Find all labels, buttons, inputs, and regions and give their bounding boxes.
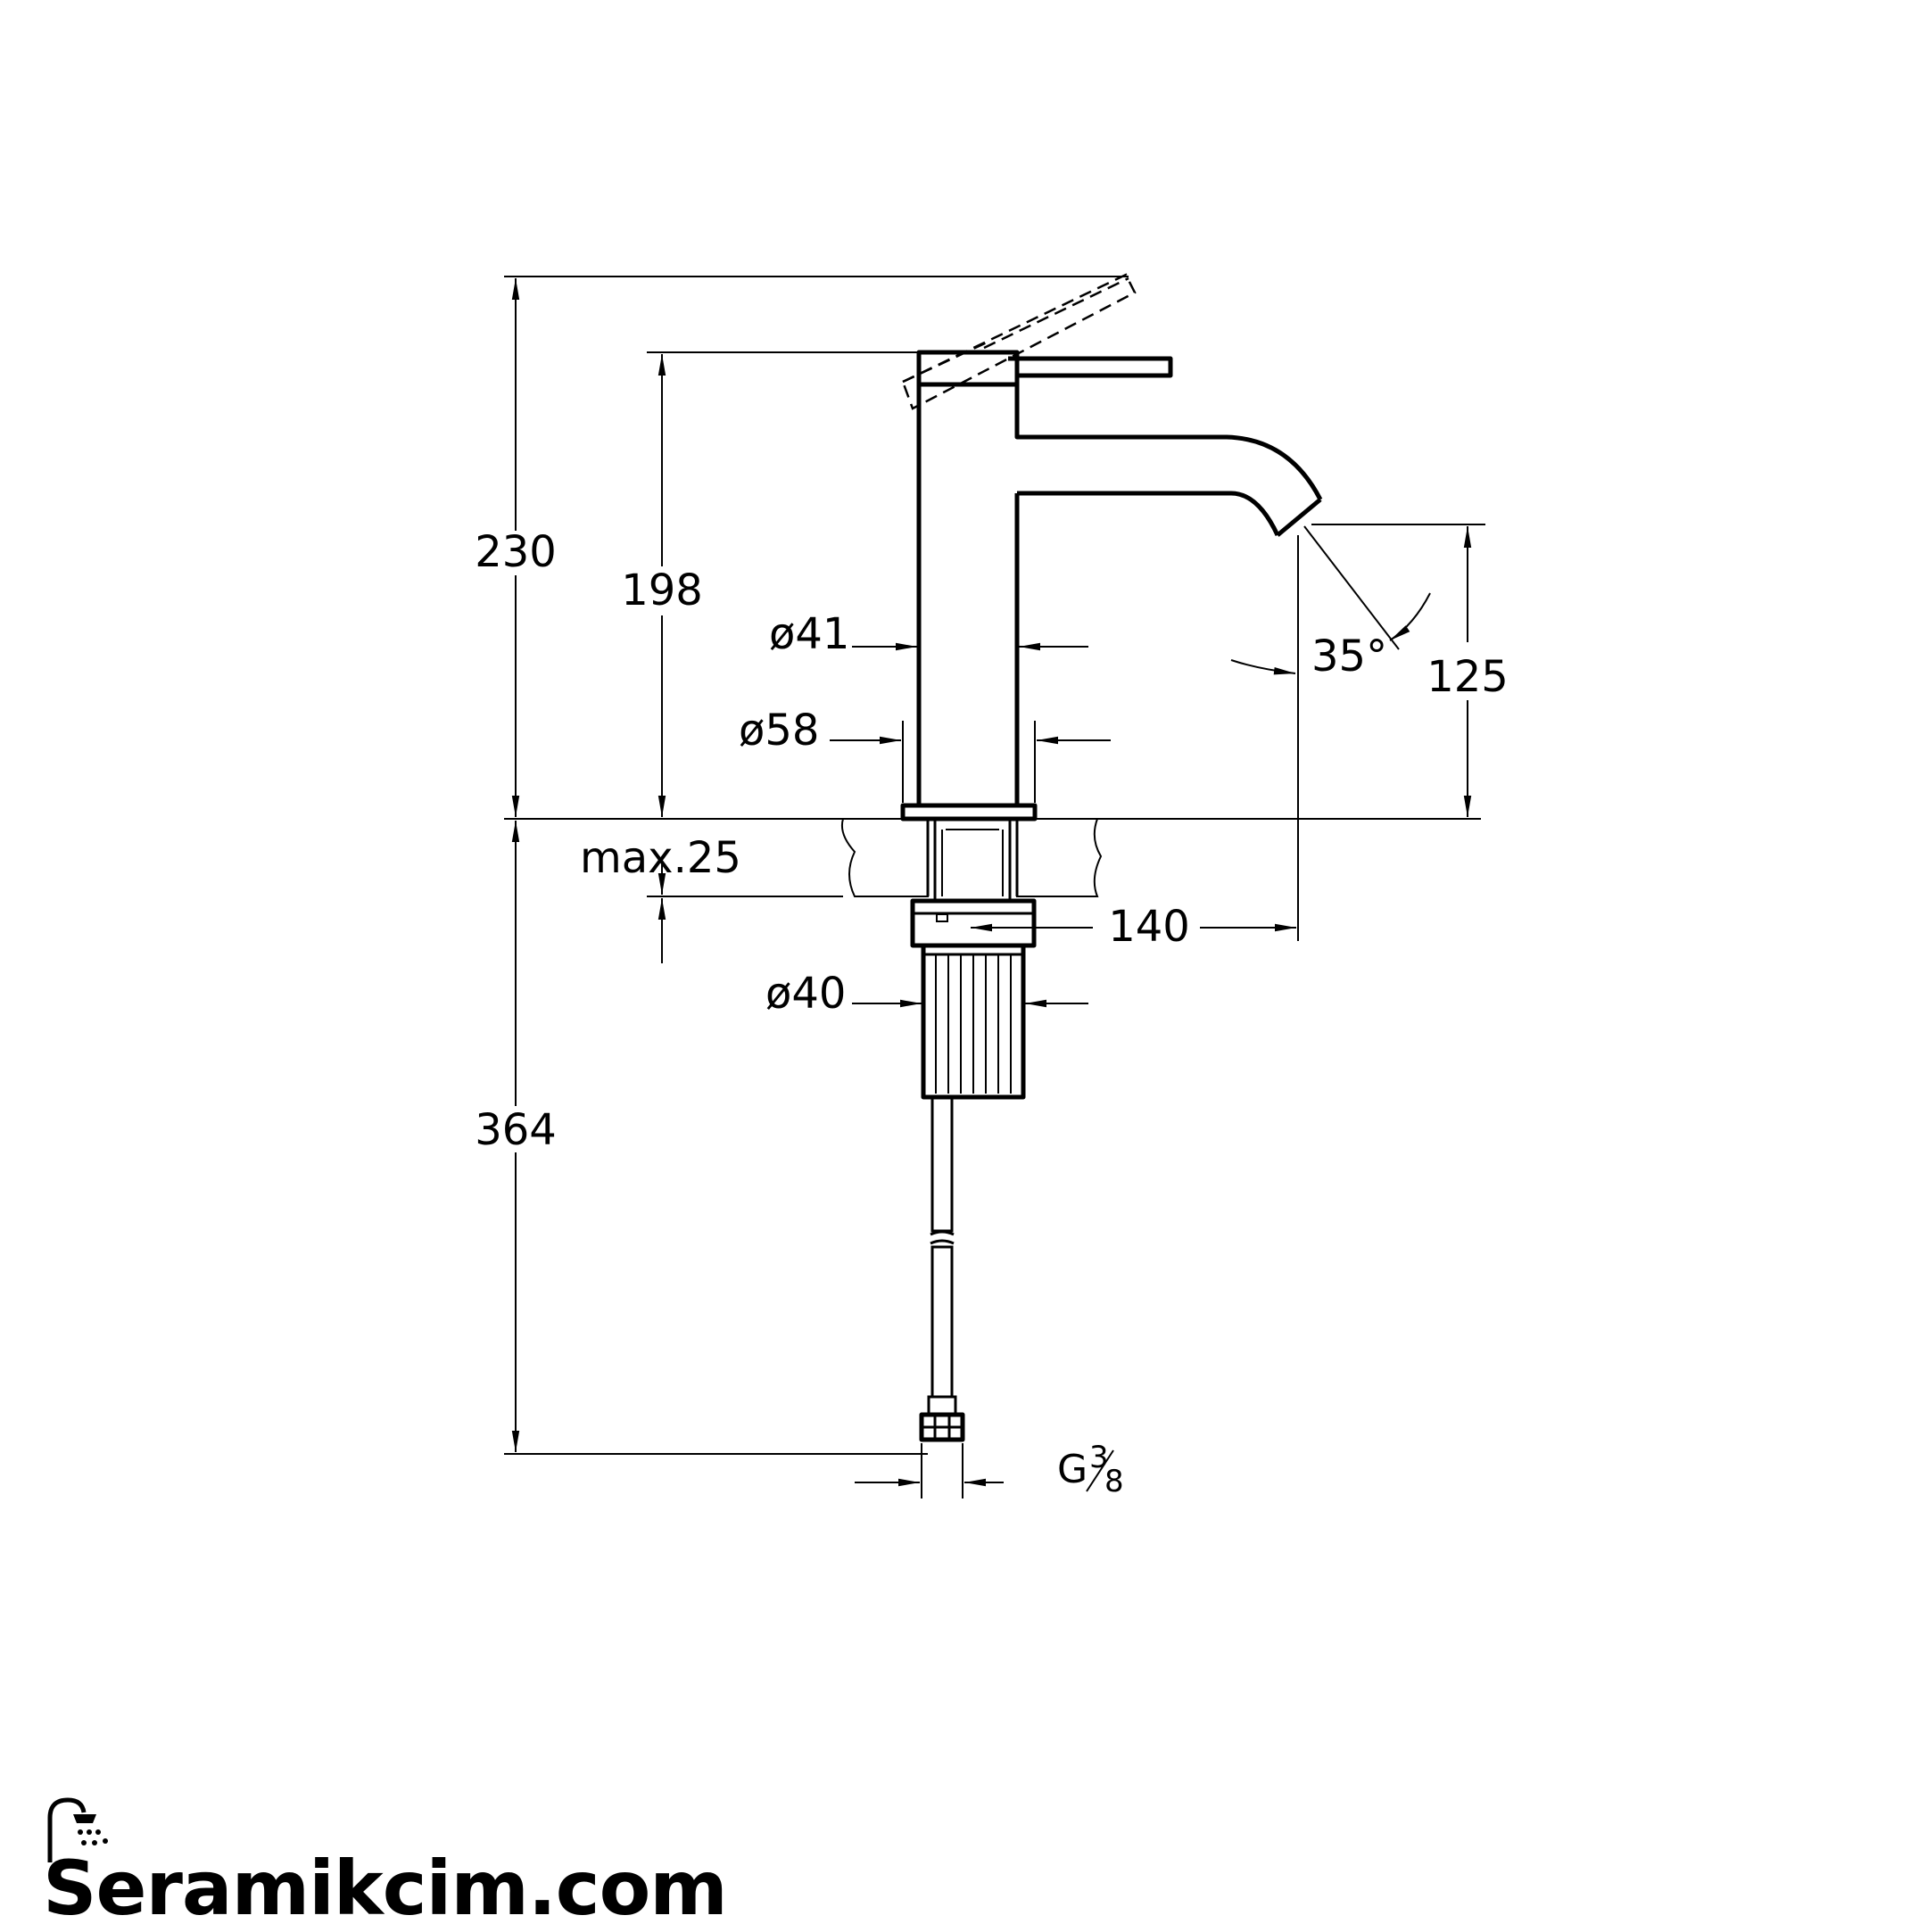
dim-fixing-diameter: ø40 bbox=[765, 969, 846, 1019]
dim-outlet-height: 125 bbox=[1427, 652, 1509, 702]
shower-icon bbox=[47, 1797, 108, 1862]
countertop-section bbox=[840, 818, 1103, 897]
svg-text:8: 8 bbox=[1104, 1464, 1124, 1499]
dimension-lines bbox=[504, 276, 1485, 1499]
brand-logo: Seramikcim.com bbox=[43, 1793, 728, 1932]
svg-text:G: G bbox=[1057, 1447, 1088, 1492]
dim-body-height: 198 bbox=[621, 566, 703, 615]
flexible-hose bbox=[919, 1095, 965, 1442]
base-flange bbox=[900, 803, 1038, 822]
dim-spray-angle: 35° bbox=[1311, 632, 1387, 681]
threaded-shank bbox=[910, 819, 1037, 1100]
dim-max-thickness: max.25 bbox=[580, 833, 741, 883]
dim-spout-reach: 140 bbox=[1108, 902, 1190, 952]
dimension-labels: 230 198 364 max.25 125 140 ø41 ø58 ø40 3… bbox=[475, 527, 1509, 1499]
handle-open-position bbox=[901, 273, 1137, 410]
dim-base-diameter: ø58 bbox=[739, 706, 819, 755]
dim-total-height: 230 bbox=[475, 527, 557, 577]
faucet-body bbox=[916, 350, 1323, 807]
dim-connection-thread: G 3 8 bbox=[1057, 1440, 1124, 1499]
dim-below-counter: 364 bbox=[475, 1105, 557, 1155]
brand-name: Seramikcim.com bbox=[43, 1845, 728, 1932]
dim-body-diameter: ø41 bbox=[769, 609, 849, 659]
